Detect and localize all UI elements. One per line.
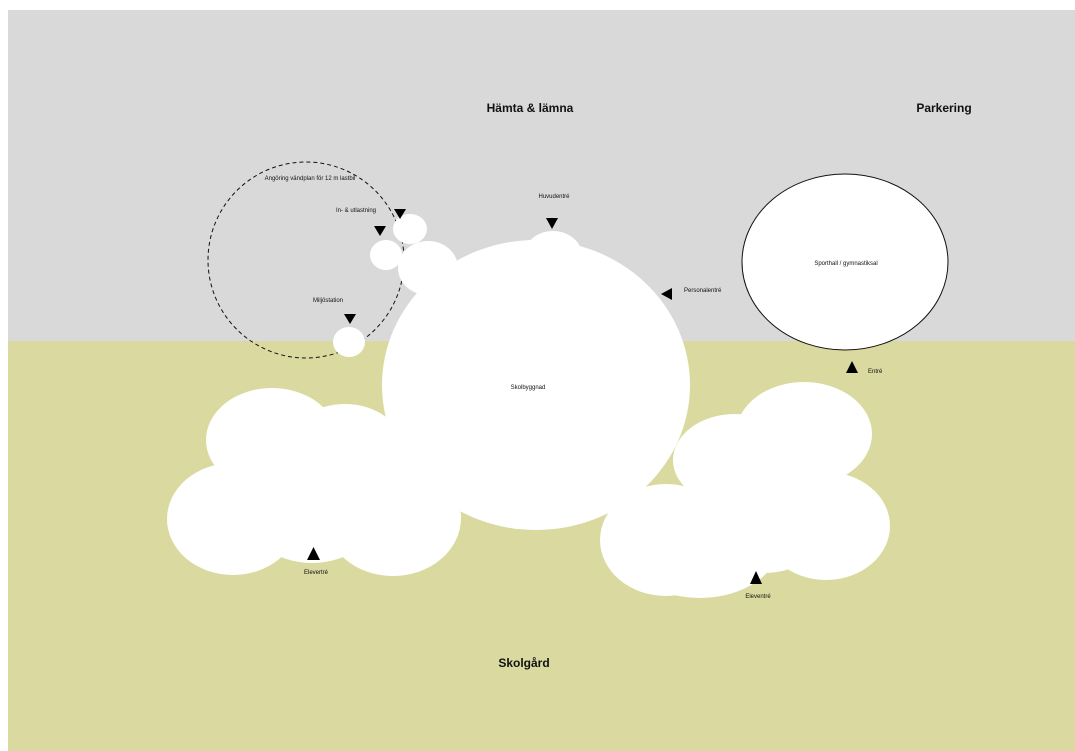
loading-arrow-2-icon [374,226,386,236]
main-entrance-label: Huvudentré [538,194,570,200]
recycling-label: Miljöstation [313,298,343,304]
sports-hall-entrance-label: Entré [868,369,883,375]
staff-entrance-label: Personalentré [684,288,722,294]
sports-hall-label: Sporthall / gymnastiksal [814,261,877,267]
turning-area-label: Angöring vändplan för 12 m lastbil [265,176,356,182]
parking-label: Parkering [916,101,971,115]
student-entrance-right-arrow-icon [750,571,762,584]
student-entrance-left-arrow-icon [307,547,320,560]
recycling-arrow-icon [344,314,356,324]
student-entrance-left-label: Elevertré [304,570,329,576]
loading-arrow-icon [394,209,406,219]
school-building-label: Skolbyggnad [511,385,546,391]
student-entrance-right-label: Eleventré [745,594,771,600]
loading-label: In- & utlastning [336,208,376,214]
school-building [167,214,890,598]
staff-entrance-arrow-icon [661,288,672,300]
main-entrance-arrow-icon [546,218,558,229]
entrance-markers [307,209,858,584]
pickup-dropoff-label: Hämta & lämna [487,101,574,115]
sports-hall [741,173,949,351]
sports-hall-entrance-arrow-icon [846,361,858,373]
schoolyard-label: Skolgård [498,656,549,670]
